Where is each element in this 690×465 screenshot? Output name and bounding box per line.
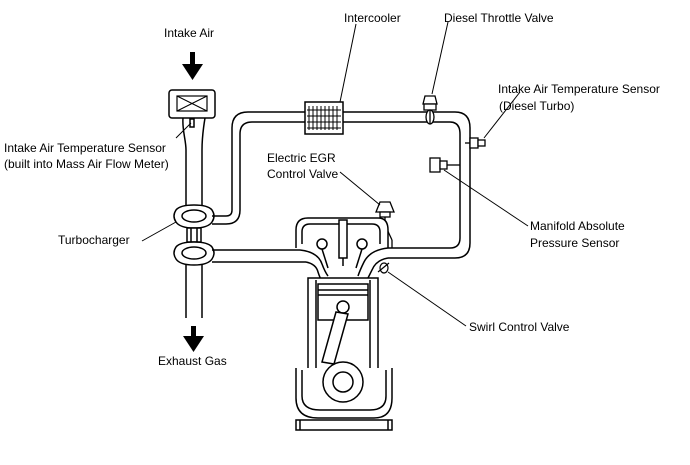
leader-lines	[141, 21, 529, 327]
label-iat-sensor-maf-line1: Intake Air Temperature Sensor	[4, 141, 166, 155]
label-manifold-absolute-line1: Manifold Absolute	[530, 219, 625, 233]
diesel-throttle-valve	[422, 95, 438, 125]
label-exhaust-gas: Exhaust Gas	[158, 354, 227, 368]
intercooler	[304, 101, 344, 135]
label-turbocharger: Turbocharger	[58, 233, 130, 247]
label-swirl-control-valve: Swirl Control Valve	[469, 320, 570, 334]
label-electric-egr-line2: Control Valve	[267, 167, 338, 181]
label-electric-egr-line1: Electric EGR	[267, 151, 336, 165]
intake-air-arrow	[182, 52, 203, 80]
label-intake-air: Intake Air	[164, 26, 214, 40]
egr-valve	[375, 201, 395, 248]
engine-cylinder-head	[295, 217, 389, 269]
label-manifold-absolute-line2: Pressure Sensor	[530, 236, 619, 250]
label-iat-sensor-maf-line2: (built into Mass Air Flow Meter)	[4, 157, 169, 171]
exhaust-pipe-loop	[212, 249, 306, 263]
turbocharger	[173, 204, 215, 266]
label-diesel-throttle-valve: Diesel Throttle Valve	[444, 11, 554, 25]
engine-crankcase	[295, 361, 393, 431]
map-sensor	[429, 157, 460, 173]
label-iat-sensor-diesel-turbo-line2: (Diesel Turbo)	[499, 99, 574, 113]
exhaust-pipe	[185, 265, 203, 318]
exhaust-gas-arrow	[183, 326, 204, 352]
iat-sensor-diesel-turbo	[465, 137, 486, 149]
intake-pipe-loop	[212, 111, 471, 259]
label-intercooler: Intercooler	[344, 11, 401, 25]
intake-duct	[182, 117, 206, 205]
engine-cylinder	[307, 277, 379, 371]
mass-air-flow-meter	[168, 89, 216, 119]
swirl-control-valve	[377, 262, 390, 274]
label-iat-sensor-diesel-turbo-line1: Intake Air Temperature Sensor	[498, 82, 660, 96]
